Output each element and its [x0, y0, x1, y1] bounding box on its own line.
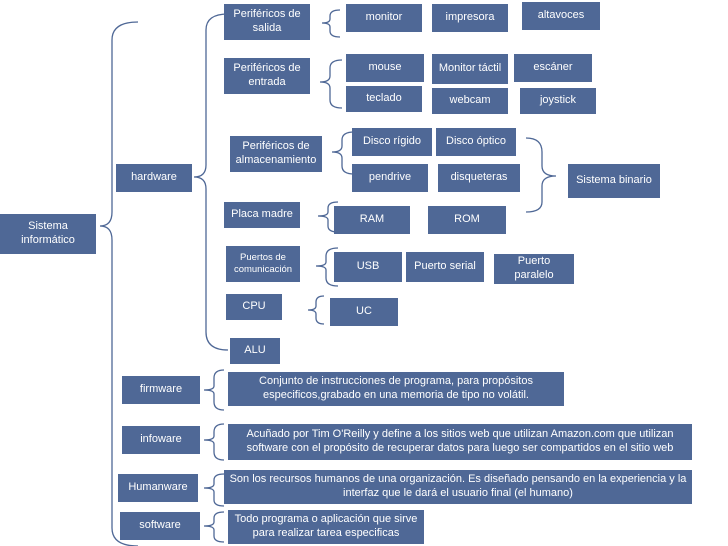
teclado-node: teclado: [346, 86, 422, 112]
brace-entrada: [319, 59, 343, 109]
puerto-serial-node: Puerto serial: [406, 252, 484, 282]
brace-hardware: [193, 13, 229, 351]
ram-node: RAM: [334, 206, 410, 234]
joystick-node: joystick: [520, 88, 596, 114]
brace-salida: [321, 9, 341, 38]
monitor-node: monitor: [346, 4, 422, 32]
brace-binario: [525, 137, 557, 213]
escaner-node: escáner: [514, 54, 592, 82]
alu-node: ALU: [230, 338, 280, 364]
infoware-node: infoware: [122, 426, 200, 454]
rom-node: ROM: [428, 206, 506, 234]
cpu-node: CPU: [226, 294, 282, 320]
infoware-description: Acuñado por Tim O'Reilly y define a los …: [228, 424, 692, 460]
software-node: software: [120, 512, 200, 540]
brace-root: [99, 21, 139, 546]
altavoces-node: altavoces: [522, 2, 600, 30]
webcam-node: webcam: [432, 88, 508, 114]
brace-infoware: [203, 423, 225, 461]
hardware-node: hardware: [116, 164, 192, 192]
perifericos-almacenamiento-node: Periféricos de almacenamiento: [230, 136, 322, 172]
puertos-node: Puertos de comunicación: [226, 246, 300, 282]
brace-almacenamiento: [331, 131, 355, 175]
brace-puertos: [315, 247, 339, 287]
disqueteras-node: disqueteras: [438, 164, 520, 192]
humanware-node: Humanware: [118, 474, 198, 502]
perifericos-salida-node: Periféricos de salida: [224, 4, 310, 40]
mouse-node: mouse: [346, 54, 424, 82]
pendrive-node: pendrive: [352, 164, 428, 192]
impresora-node: impresora: [432, 4, 508, 32]
brace-humanware: [203, 473, 225, 507]
brace-software: [203, 511, 225, 543]
disco-optico-node: Disco óptico: [436, 128, 516, 156]
humanware-description: Son los recursos humanos de una organiza…: [224, 470, 692, 504]
root-node: Sistema informático: [0, 214, 96, 254]
placa-madre-node: Placa madre: [224, 202, 300, 228]
disco-rigido-node: Disco rígido: [352, 128, 432, 156]
monitor-tactil-node: Monitor táctil: [432, 54, 508, 84]
brace-placa-madre: [317, 201, 339, 233]
perifericos-entrada-node: Periféricos de entrada: [224, 58, 310, 94]
brace-cpu: [307, 295, 325, 325]
puerto-paralelo-node: Puerto paralelo: [494, 254, 574, 284]
uc-node: UC: [330, 298, 398, 326]
firmware-description: Conjunto de instrucciones de programa, p…: [228, 372, 564, 406]
software-description: Todo programa o aplicación que sirve par…: [228, 510, 424, 544]
firmware-node: firmware: [122, 376, 200, 404]
brace-firmware: [203, 369, 225, 411]
sistema-binario-node: Sistema binario: [568, 164, 660, 198]
usb-node: USB: [334, 252, 402, 282]
